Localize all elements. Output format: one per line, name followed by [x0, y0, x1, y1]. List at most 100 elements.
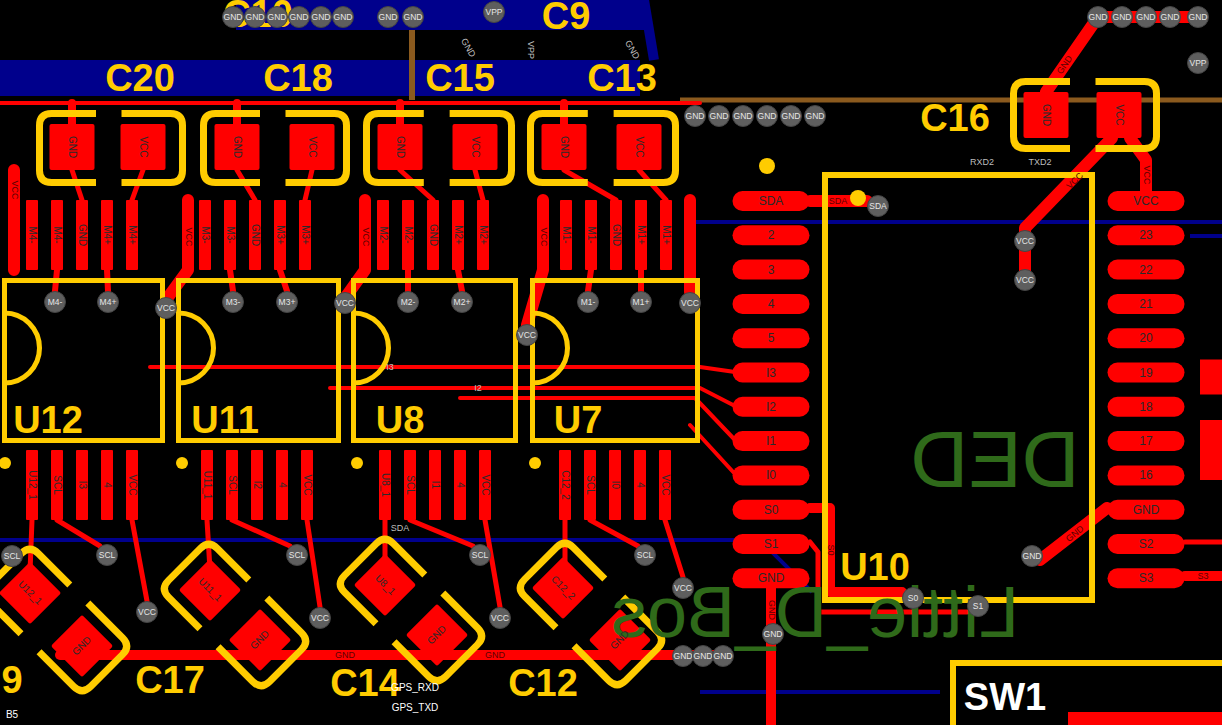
silkscreen-outline [530, 278, 700, 443]
copper-pad [429, 450, 441, 520]
net-label: VCC [10, 180, 19, 199]
copper-pad [126, 200, 138, 270]
copper-pad [224, 200, 236, 270]
pin1-dot [0, 457, 11, 469]
via-label: GND [780, 105, 802, 127]
via-label: GND [222, 6, 244, 28]
ground-trace [766, 586, 776, 725]
pin-label: S3 [1139, 572, 1154, 584]
pad-label: I2 [252, 481, 262, 489]
pad-label: U11_1 [196, 576, 223, 603]
copper-pad [560, 200, 572, 270]
via-label: GND [1159, 6, 1181, 28]
silkscreen-outline [950, 660, 1222, 725]
silkscreen-dots [0, 158, 866, 469]
net-label: B5 [6, 710, 18, 720]
pin-label: GND [1133, 504, 1160, 516]
via-label: GND [402, 6, 424, 28]
copper-pad [1200, 420, 1222, 480]
pin1-dot [351, 457, 363, 469]
copper-pad [121, 124, 166, 170]
pad-label: VCC [138, 136, 148, 157]
copper-pad [532, 557, 594, 619]
copper-pad [1068, 712, 1222, 725]
net-label: VCC [1065, 171, 1085, 191]
via-label: S1 [967, 595, 989, 617]
component-footprint: U7 [530, 278, 700, 443]
silkscreen-outline [2, 278, 165, 443]
via-label: VPP [1187, 52, 1209, 74]
net-label: VCC [539, 227, 548, 246]
bottom-trace [644, 0, 654, 60]
pad-label: SCL [585, 475, 595, 494]
copper-pad [660, 200, 672, 270]
component-footprint: U11 [176, 278, 341, 443]
copper-pad [452, 200, 464, 270]
net-label: S0 [826, 544, 835, 555]
ic-outline [179, 281, 339, 441]
pad-label: VCC [470, 136, 480, 157]
copper-pad [733, 363, 810, 383]
designator-label: 9 [1, 661, 22, 699]
component-footprint: U12 [2, 278, 165, 443]
via-label: VCC [516, 324, 538, 346]
copper-pad [1108, 397, 1185, 417]
net-label: GND [623, 39, 641, 61]
net-label: GND [485, 651, 505, 660]
via-label: VPP [483, 1, 505, 23]
copper-pad [354, 554, 416, 616]
pad-label: GND [250, 224, 260, 246]
pad-label: M2+ [478, 225, 488, 245]
pad-label: SCL [52, 475, 62, 494]
pin-label: 18 [1139, 401, 1152, 413]
net-label: GPS_TXD [392, 703, 439, 713]
pad-label: M2- [403, 226, 413, 243]
pin1-dot [850, 190, 866, 206]
capacitor-outline [516, 539, 666, 689]
top-trace [0, 101, 700, 105]
net-label: GND [459, 37, 477, 59]
via-label: SCL [96, 544, 118, 566]
designator-label: C17 [135, 661, 205, 699]
pad-label: VCC [634, 136, 644, 157]
copper-pad [406, 604, 468, 666]
copper-pad [179, 559, 241, 621]
copper-pad [454, 450, 466, 520]
top-trace [72, 103, 564, 124]
capacitor-outline [0, 545, 131, 695]
ic-outline [354, 281, 516, 441]
designator-label: C13 [587, 59, 657, 97]
copper-pad [733, 225, 810, 245]
pin-label: 5 [768, 332, 775, 344]
copper-pad [584, 450, 596, 520]
top-copper [0, 17, 1222, 725]
copper-pad [249, 200, 261, 270]
copper-pad [1108, 534, 1185, 554]
copper-pad [1108, 191, 1185, 211]
net-label: GND [1056, 54, 1075, 76]
via-label: M2+ [451, 291, 473, 313]
pad-label: M1- [561, 226, 571, 243]
designator-label: U12 [13, 401, 83, 439]
pad-label: U8_1 [373, 573, 397, 597]
component-footprint: U8 [351, 278, 518, 443]
pad-label: 4 [635, 482, 645, 488]
via-label: M4- [44, 291, 66, 313]
component-footprint: C14 [351, 550, 471, 670]
copper-pad [634, 450, 646, 520]
pad-label: M1+ [636, 225, 646, 245]
copper-pad [453, 124, 498, 170]
pin-label: VCC [1133, 195, 1158, 207]
pad-label: M4+ [102, 225, 112, 245]
pad-label: U8_1 [380, 473, 390, 497]
designator-label: C16 [920, 99, 990, 137]
designator-label: U8 [376, 401, 425, 439]
copper-pad [559, 450, 571, 520]
bottom-trace [690, 220, 1222, 224]
net-label: GPS_RXD [391, 683, 439, 693]
silkscreen-outline [36, 110, 186, 186]
via-label: GND [762, 623, 784, 645]
pad-label: M4- [52, 226, 62, 243]
via-label: VCC [136, 601, 158, 623]
